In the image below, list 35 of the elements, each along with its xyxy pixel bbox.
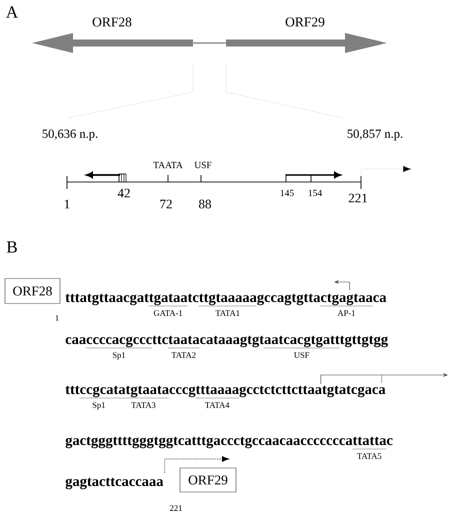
gene-box: ORF28 [4, 278, 60, 304]
dna-sequence: gactgggttttgggtggtcatttgaccctgccaacaacccccccattattac [66, 436, 393, 448]
site-label: TAATA [153, 162, 183, 168]
position-number: 145 [280, 190, 294, 196]
motif-label: Sp1 [112, 352, 126, 360]
motif-label: TATA5 [357, 453, 382, 459]
position-number: 72 [160, 200, 172, 208]
position-label: 50,857 n.p. [348, 130, 402, 140]
position-number: 1 [56, 315, 59, 321]
gene-box: ORF29 [180, 468, 236, 492]
position-number: 221 [348, 194, 367, 202]
dna-sequence: tttatgttaacgattgataatcttgtaaaaagccagtgttactgagtaaca [65, 294, 386, 306]
position-label: 50,636 n.p. [42, 130, 98, 140]
position-number: 88 [199, 200, 211, 208]
dna-sequence: caaccccacgcccttctaatacataaagtgtaatcacgtgatttgttgtgg [66, 336, 388, 348]
motif-label: USF [294, 352, 310, 358]
panel-letter: A [6, 6, 18, 18]
motif-label: AP-1 [338, 310, 355, 316]
motif-label: TATA2 [172, 352, 196, 358]
motif-label: TATA1 [216, 310, 240, 316]
dna-sequence: gagtacttcaccaaa [66, 478, 164, 490]
position-number: 221 [170, 505, 182, 511]
connector-line [193, 42, 226, 44]
node-label: ORF28 [92, 17, 132, 27]
site-label: USF [194, 162, 212, 168]
node-label: ORF29 [286, 17, 324, 27]
motif-label: GATA-1 [154, 310, 182, 316]
motif-label: TATA4 [205, 402, 230, 408]
panel-letter: B [6, 241, 17, 253]
position-number: 42 [118, 188, 130, 198]
position-number: 1 [64, 200, 70, 208]
motif-label: TATA3 [131, 402, 156, 408]
position-number: 154 [308, 190, 322, 196]
dna-sequence: tttccgcatatgtaatacccgtttaaaagcctctcttcttaatgtatcgaca [65, 386, 386, 398]
motif-label: Sp1 [92, 402, 105, 410]
